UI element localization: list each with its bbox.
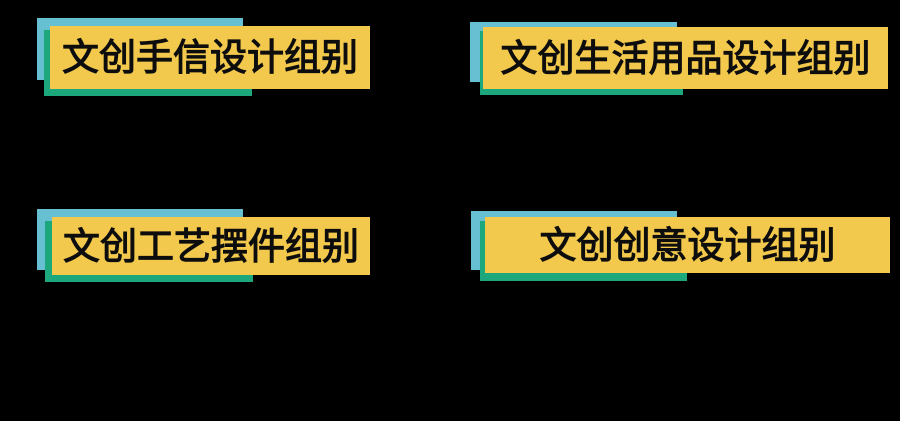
category-banner-top-right: 文创生活用品设计组别: [470, 22, 888, 95]
category-banner-bottom-right: 文创创意设计组别: [471, 211, 890, 281]
banner-label: 文创工艺摆件组别: [63, 224, 359, 268]
banner-face: 文创工艺摆件组别: [52, 217, 370, 275]
banner-label: 文创生活用品设计组别: [500, 36, 871, 80]
banner-face: 文创创意设计组别: [485, 217, 890, 273]
category-banner-top-left: 文创手信设计组别: [37, 18, 370, 96]
banner-face: 文创手信设计组别: [50, 26, 370, 89]
banner-face: 文创生活用品设计组别: [483, 27, 888, 89]
banner-label: 文创手信设计组别: [62, 36, 358, 79]
banner-label: 文创创意设计组别: [539, 223, 836, 267]
category-banner-bottom-left: 文创工艺摆件组别: [37, 209, 370, 282]
